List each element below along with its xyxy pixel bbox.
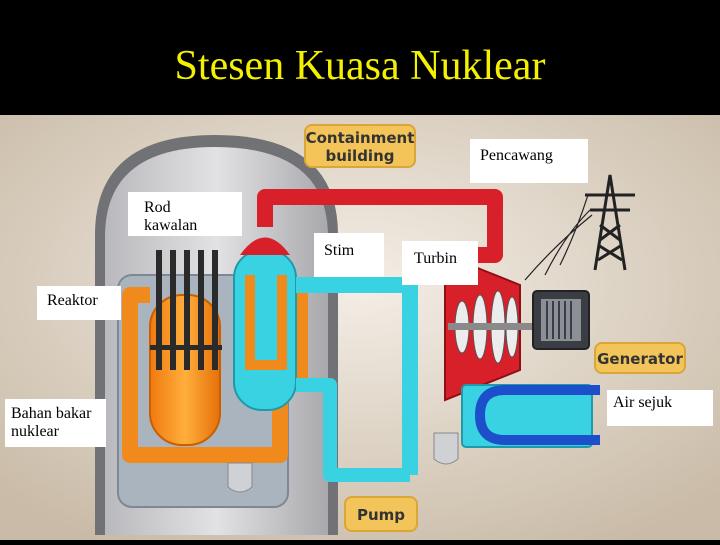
label-bahan-bakar-line2: nuklear	[11, 423, 59, 440]
label-stim: Stim	[314, 233, 384, 277]
transmission-tower-icon	[524, 174, 635, 281]
diagram-area: Containment building Generator Pump Penc…	[0, 115, 720, 540]
label-bahan-bakar-line1: Bahan bakar	[11, 405, 92, 422]
power-plant-diagram: Containment building Generator Pump	[0, 115, 720, 540]
containment-tag-line2: building	[326, 147, 395, 165]
generator-tag-text: Generator	[597, 350, 683, 368]
containment-tag-line1: Containment	[306, 129, 415, 147]
label-bahan-bakar-nuklear: Bahan bakar nuklear	[5, 399, 106, 447]
pump-tag: Pump	[344, 496, 418, 532]
control-rods	[150, 250, 222, 370]
turbine	[444, 253, 533, 402]
feedwater-pipe	[296, 277, 418, 350]
condenser	[461, 384, 600, 448]
return-pipe	[296, 378, 410, 482]
label-air-sejuk: Air sejuk	[607, 390, 713, 426]
page-title: Stesen Kuasa Nuklear	[174, 43, 546, 89]
reactor-pump	[227, 462, 253, 493]
label-pencawang: Pencawang	[470, 139, 588, 183]
containment-tag: Containment building	[304, 124, 416, 168]
title-bar: Stesen Kuasa Nuklear	[0, 0, 720, 115]
pump-tag-text: Pump	[357, 506, 405, 524]
feed-pump	[433, 432, 459, 465]
generator-tag: Generator	[594, 342, 686, 374]
label-turbin: Turbin	[402, 241, 478, 285]
label-rod-kawalan: Rod kawalan	[128, 192, 242, 236]
steam-generator	[233, 237, 297, 411]
generator	[532, 290, 590, 350]
label-reaktor: Reaktor	[37, 286, 121, 320]
